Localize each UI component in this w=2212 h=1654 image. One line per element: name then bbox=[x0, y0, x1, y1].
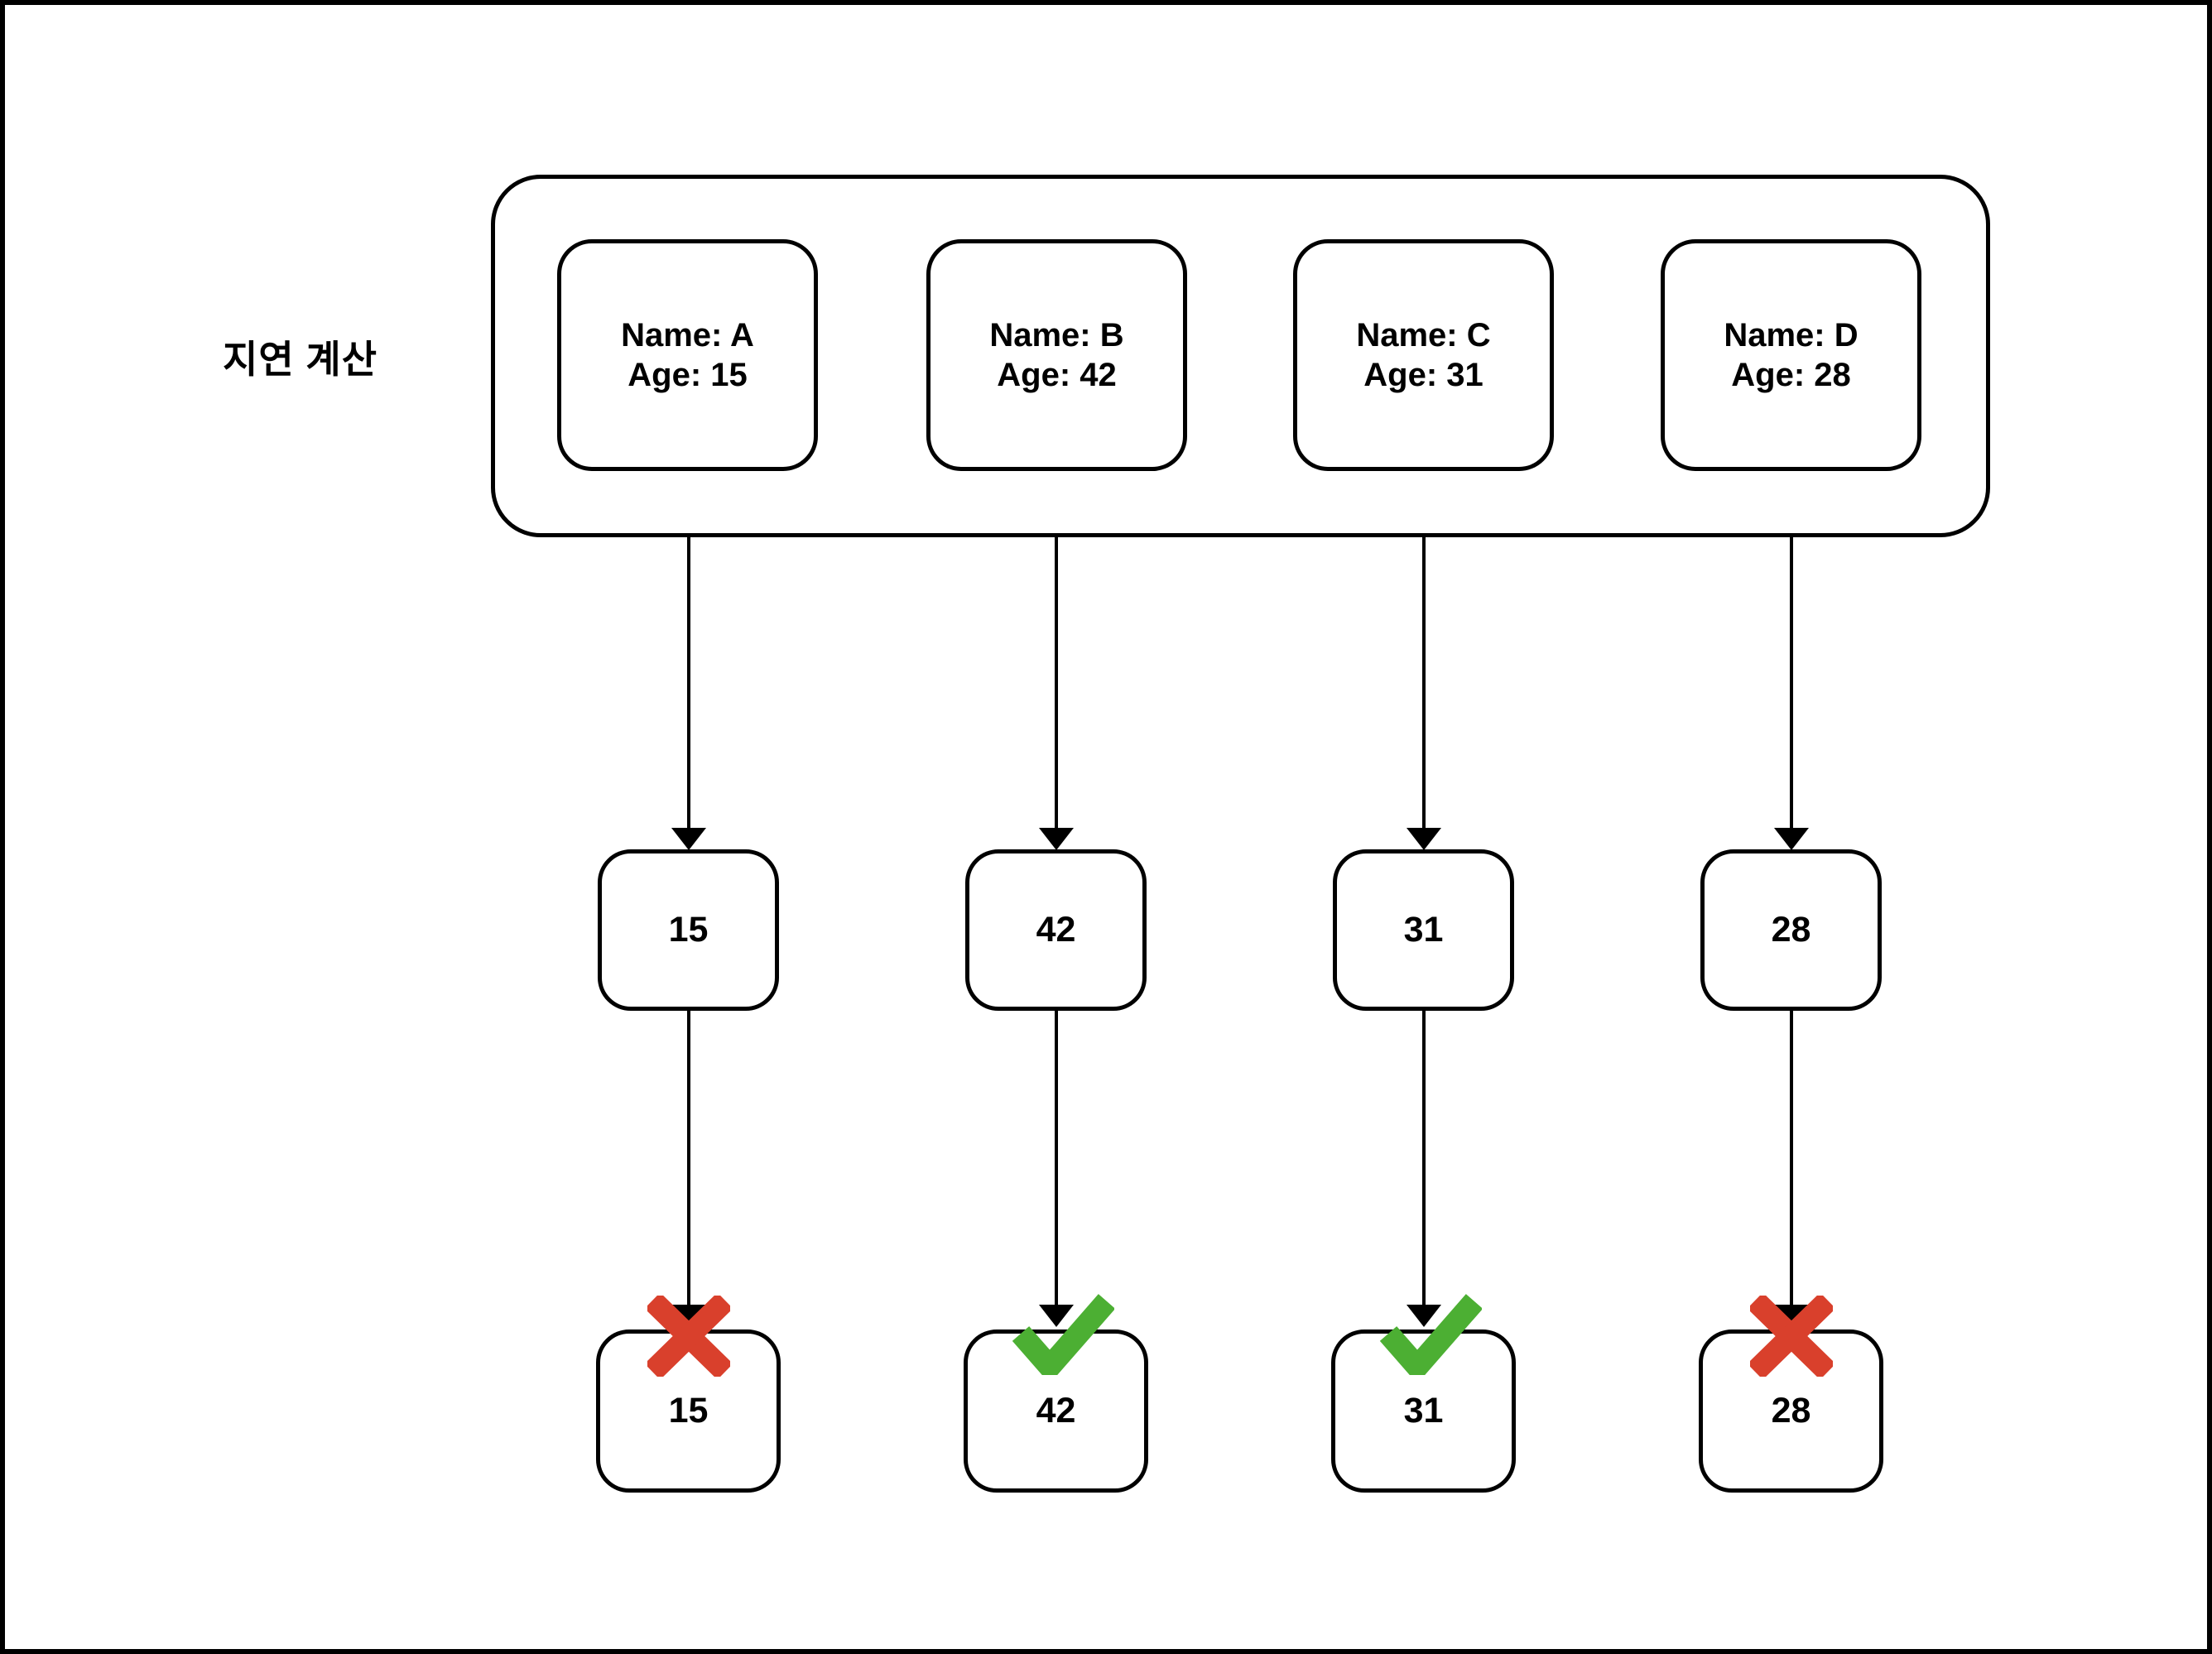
person-name-text: Name: D bbox=[1724, 317, 1859, 353]
person-node-b: Name: B Age: 42 bbox=[926, 239, 1187, 471]
result-value-text: 31 bbox=[1403, 1391, 1444, 1430]
result-value-text: 15 bbox=[668, 1391, 709, 1430]
diagram-title-label: 지연 계산 bbox=[223, 338, 378, 381]
collection-container: Name: A Age: 15 Name: B Age: 42 Name: C … bbox=[491, 175, 1990, 537]
arrow-head-icon bbox=[1039, 828, 1074, 850]
arrow-head-icon bbox=[1407, 828, 1441, 850]
arrow-head-icon bbox=[1407, 1305, 1441, 1327]
lazy-value-text: 28 bbox=[1771, 910, 1811, 950]
arrow-d-to-value bbox=[1790, 537, 1793, 829]
fail-cross-icon bbox=[647, 1296, 730, 1377]
person-age-text: Age: 31 bbox=[1363, 357, 1483, 393]
person-node-c: Name: C Age: 31 bbox=[1293, 239, 1554, 471]
person-name-text: Name: B bbox=[989, 317, 1124, 353]
arrow-value-d-to-result bbox=[1790, 1011, 1793, 1305]
result-value-text: 28 bbox=[1771, 1391, 1811, 1430]
lazy-value-text: 31 bbox=[1403, 910, 1444, 950]
lazy-value-node-a: 15 bbox=[598, 849, 779, 1011]
result-node-a: 15 bbox=[596, 1329, 781, 1493]
result-value-text: 42 bbox=[1036, 1391, 1076, 1430]
person-node-d: Name: D Age: 28 bbox=[1661, 239, 1921, 471]
person-node-a: Name: A Age: 15 bbox=[557, 239, 818, 471]
fail-cross-icon bbox=[1750, 1296, 1833, 1377]
arrow-a-to-value bbox=[687, 537, 690, 829]
arrow-head-icon bbox=[1039, 1305, 1074, 1327]
arrow-value-a-to-result bbox=[687, 1011, 690, 1305]
lazy-value-node-d: 28 bbox=[1700, 849, 1882, 1011]
arrow-value-c-to-result bbox=[1422, 1011, 1426, 1305]
lazy-value-node-b: 42 bbox=[965, 849, 1147, 1011]
person-name-text: Name: A bbox=[621, 317, 754, 353]
lazy-value-text: 42 bbox=[1036, 910, 1076, 950]
pass-check-icon bbox=[1379, 1294, 1482, 1375]
pass-check-icon bbox=[1012, 1294, 1114, 1375]
person-age-text: Age: 42 bbox=[997, 357, 1117, 393]
person-age-text: Age: 15 bbox=[628, 357, 748, 393]
arrow-value-b-to-result bbox=[1055, 1011, 1058, 1305]
result-node-c: 31 bbox=[1331, 1329, 1516, 1493]
arrow-head-icon bbox=[671, 828, 706, 850]
lazy-value-text: 15 bbox=[668, 910, 709, 950]
arrow-b-to-value bbox=[1055, 537, 1058, 829]
person-name-text: Name: C bbox=[1356, 317, 1491, 353]
arrow-c-to-value bbox=[1422, 537, 1426, 829]
lazy-value-node-c: 31 bbox=[1333, 849, 1514, 1011]
arrow-head-icon bbox=[1774, 828, 1809, 850]
result-node-d: 28 bbox=[1699, 1329, 1883, 1493]
person-age-text: Age: 28 bbox=[1731, 357, 1851, 393]
